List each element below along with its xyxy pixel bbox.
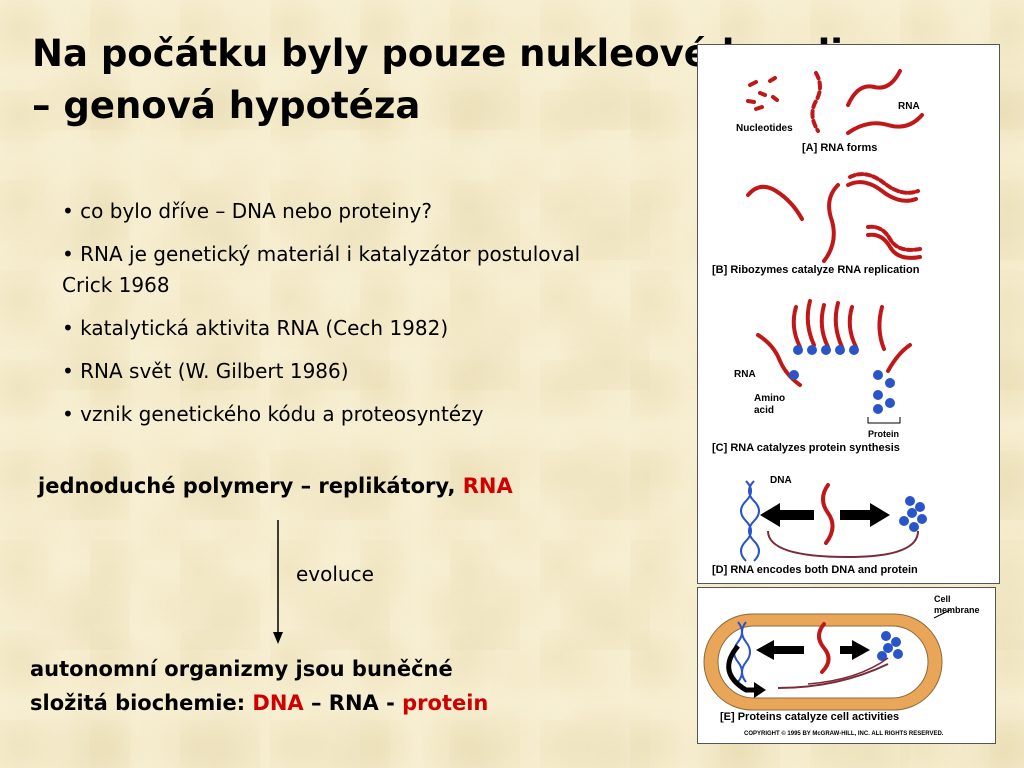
title-line-2: – genová hypotéza [32,84,421,127]
caption-d: [D] RNA encodes both DNA and protein [712,564,918,576]
label-dna: DNA [770,475,792,486]
evolution-arrow [273,520,283,644]
replicators-text: jednoduché polymery – replikátory, [38,474,463,498]
label-cell: Cell [934,594,951,604]
protein-highlight: protein [402,691,489,715]
bullet-list: • co bylo dříve – DNA nebo proteiny? • R… [62,196,602,442]
bottom-line-2-prefix: složitá biochemie: [30,691,253,715]
caption-c: [C] RNA catalyzes protein synthesis [712,442,900,454]
bullet-item: • RNA je genetický materiál i katalyzáto… [62,242,581,297]
bullet-item: • co bylo dříve – DNA nebo proteiny? [62,199,432,223]
label-protein: Protein [868,429,899,439]
rna-world-figure: Nucleotides RNA [A] RNA forms [B] Ribozy… [697,44,1000,584]
bottom-line-1: autonomní organizmy jsou buněčné [30,657,453,681]
copyright: COPYRIGHT © 1995 BY McGRAW-HILL, INC. AL… [744,730,944,737]
caption-a: [A] RNA forms [802,142,877,154]
label-membrane: membrane [934,605,980,615]
label-rna: RNA [898,101,920,112]
label-amino: Amino [754,393,785,404]
cell-illustration: Cell membrane [E] Proteins catalyze cell… [703,594,980,737]
bullet-item: • RNA svět (W. Gilbert 1986) [62,359,349,383]
caption-e: [E] Proteins catalyze cell activities [720,711,899,723]
cell-figure: Cell membrane [E] Proteins catalyze cell… [697,587,996,744]
caption-b: [B] Ribozymes catalyze RNA replication [712,264,920,276]
dna-highlight: DNA [252,691,304,715]
rna-highlight: RNA [462,474,513,498]
label-rna-c: RNA [734,369,756,380]
evolution-label: evoluce [296,562,374,586]
rna-world-illustration: Nucleotides RNA [A] RNA forms [B] Ribozy… [712,69,927,576]
label-nucleotides: Nucleotides [736,123,793,134]
replicators-line: jednoduché polymery – replikátory, RNA [38,474,513,498]
label-acid: acid [754,405,774,416]
bullet-item: • katalytická aktivita RNA (Cech 1982) [62,316,449,340]
bullet-item: • vznik genetického kódu a proteosyntézy [62,402,484,426]
cellular-organisms-text: autonomní organizmy jsou buněčné složitá… [30,652,488,720]
bottom-mid: – RNA - [303,691,403,715]
